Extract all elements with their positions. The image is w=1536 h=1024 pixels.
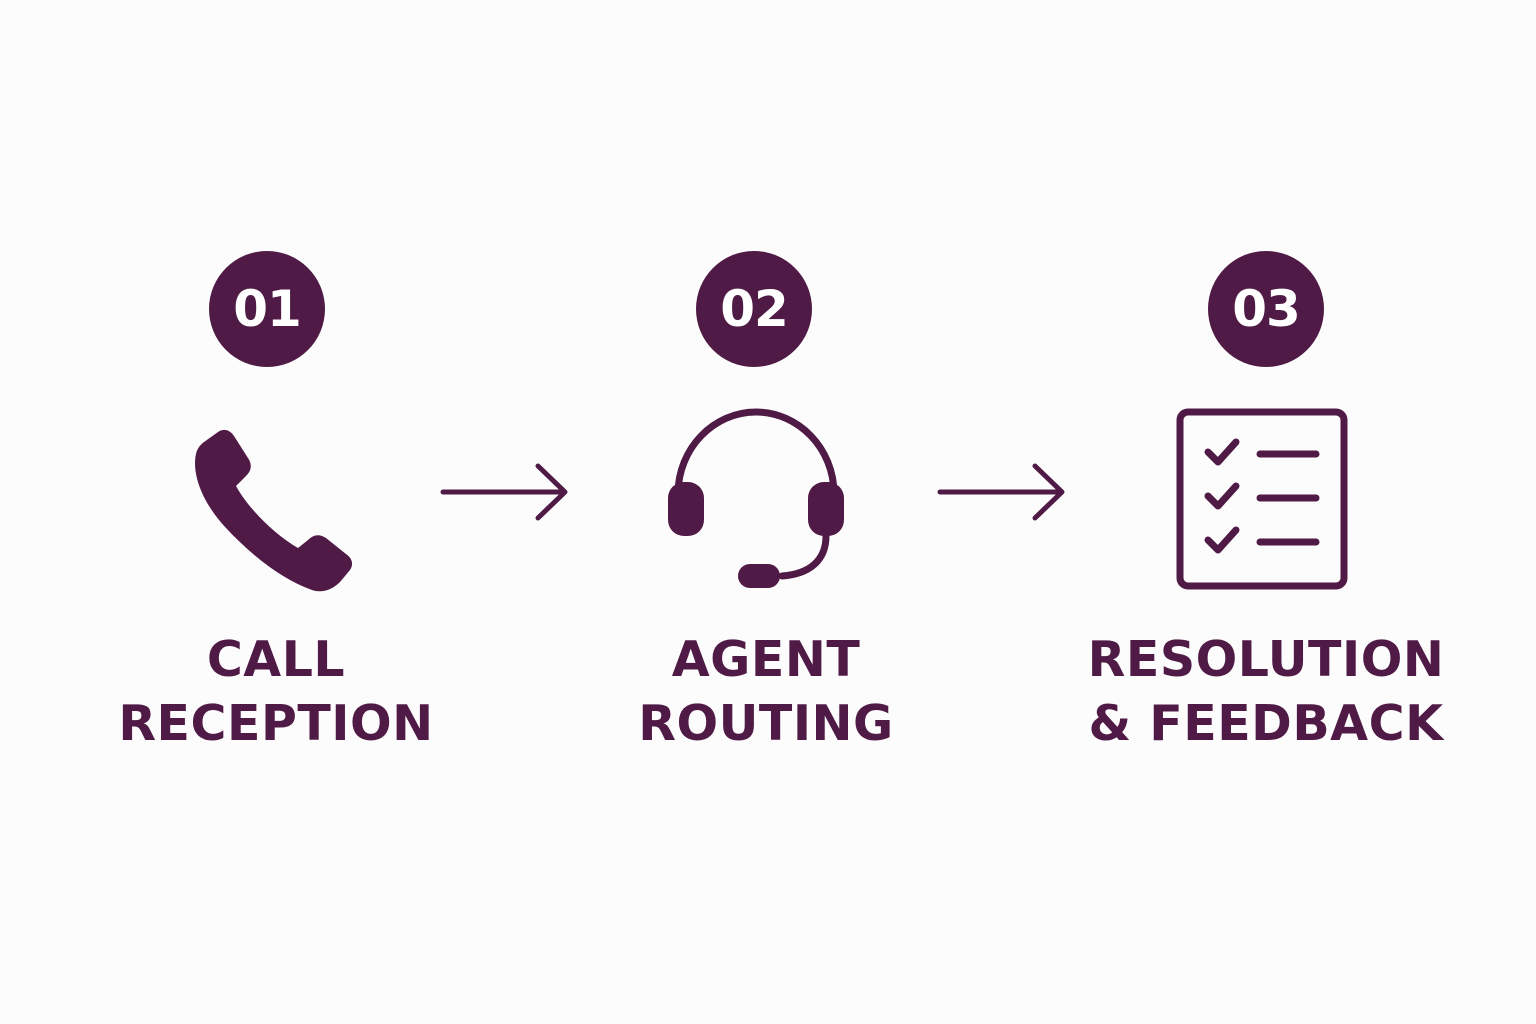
step-label-line: RESOLUTION xyxy=(1087,631,1445,688)
step-label-line: AGENT xyxy=(671,631,861,688)
step-resolution-feedback: 03 RESOLUTION & FEEDBACK xyxy=(1076,0,1456,1024)
arrow-right-icon xyxy=(440,462,570,522)
step-agent-routing: 02 AGENT ROUTING xyxy=(576,0,956,1024)
step-label-line: & FEEDBACK xyxy=(1088,695,1444,752)
step-call-reception: 01 CALL RECEPTION xyxy=(86,0,466,1024)
phone-icon xyxy=(176,404,376,604)
step-number-badge: 02 xyxy=(696,251,812,367)
step-label: AGENT ROUTING xyxy=(486,628,1046,756)
arrow-right-icon xyxy=(937,462,1067,522)
step-label-line: ROUTING xyxy=(638,695,894,752)
step-number-badge: 01 xyxy=(209,251,325,367)
step-label-line: RECEPTION xyxy=(118,695,434,752)
checklist-icon xyxy=(1166,404,1366,604)
step-label-line: CALL xyxy=(206,631,346,688)
step-label: CALL RECEPTION xyxy=(0,628,556,756)
headset-icon xyxy=(666,404,866,604)
step-number-badge: 03 xyxy=(1208,251,1324,367)
step-label: RESOLUTION & FEEDBACK xyxy=(986,628,1536,756)
